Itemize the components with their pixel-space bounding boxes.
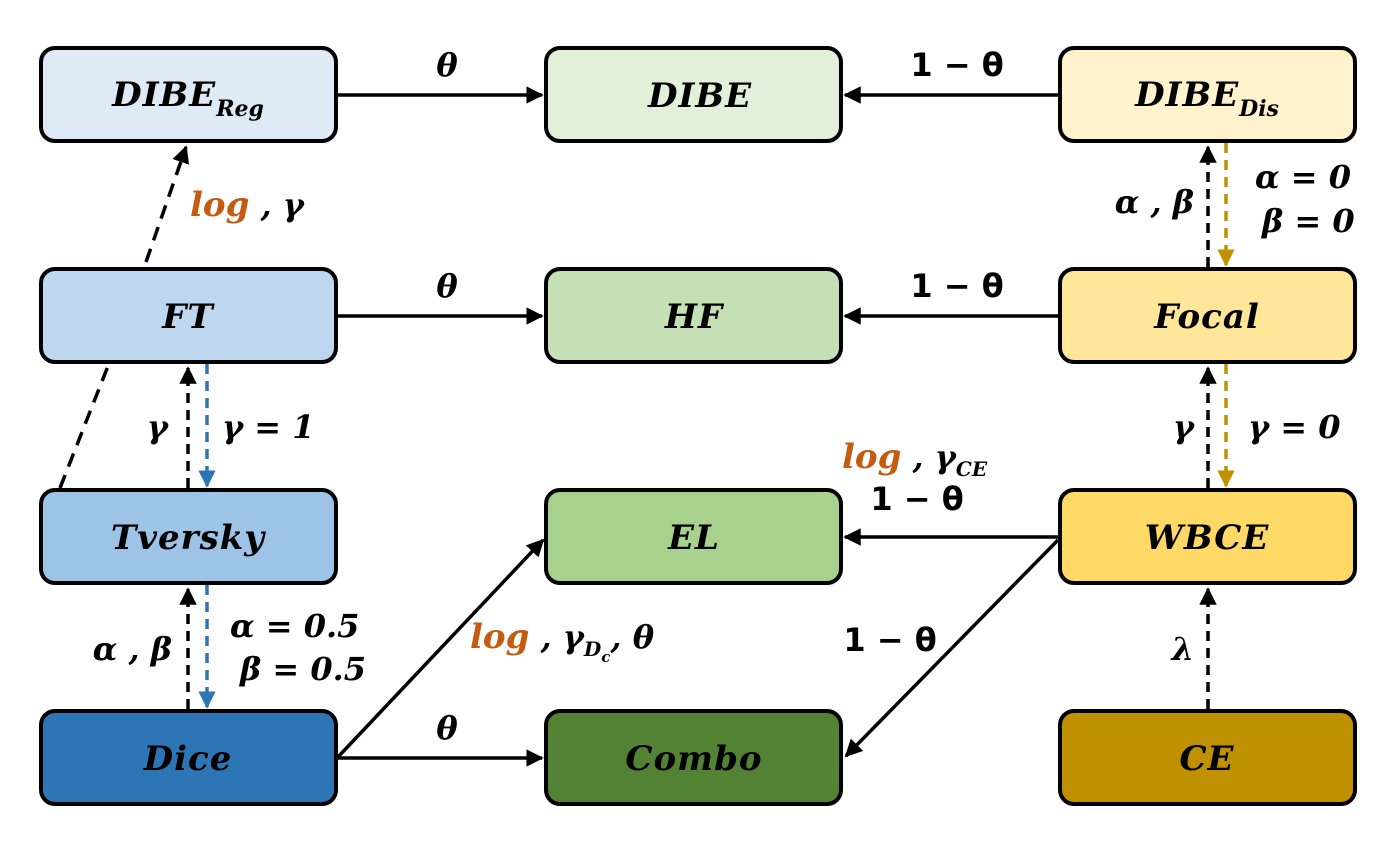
edge-dice-to-el-subsub: c bbox=[601, 648, 610, 666]
node-dibe-box bbox=[544, 46, 843, 143]
edge-dice-to-el-tail: , θ bbox=[609, 618, 654, 656]
edge-tversky-to-dibe-reg-dashed bbox=[58, 365, 110, 489]
edge-dice-to-el bbox=[336, 538, 545, 759]
edge-dice-to-combo-label: θ bbox=[436, 709, 458, 747]
node-dice-box bbox=[39, 709, 338, 806]
node-dice-label: Dice bbox=[143, 739, 233, 779]
svg-text:DIBEReg: DIBEReg bbox=[111, 75, 264, 122]
node-ce: CE bbox=[1058, 709, 1357, 806]
node-el-label: EL bbox=[667, 518, 720, 558]
edge-dibe-reg-to-dibe-label: θ bbox=[436, 46, 458, 84]
node-combo: Combo bbox=[544, 709, 843, 806]
node-el-box bbox=[544, 488, 843, 585]
svg-text:log , γCE: log , γCE bbox=[842, 437, 988, 481]
node-ft: FT bbox=[39, 267, 338, 364]
edge-tversky-to-ft-label: γ bbox=[147, 408, 170, 446]
node-dibe-dis-label: DIBE bbox=[1134, 75, 1239, 115]
node-dice: Dice bbox=[39, 709, 338, 806]
node-dibe-dis: DIBEDis bbox=[1058, 46, 1357, 143]
edge-wbce-to-combo-label: 1 − θ bbox=[843, 621, 936, 659]
node-ft-label: FT bbox=[161, 297, 215, 337]
edge-wbce-to-el-label-2: 1 − θ bbox=[870, 480, 963, 518]
svg-text:DIBEDis: DIBEDis bbox=[1134, 75, 1279, 122]
edge-wbce-to-focal-label: γ bbox=[1173, 408, 1196, 446]
edge-wbce-to-el-sub: CE bbox=[956, 457, 988, 481]
node-el: EL bbox=[544, 488, 843, 585]
edge-focal-to-hf-label: 1 − θ bbox=[910, 267, 1003, 305]
edge-wbce-to-combo bbox=[844, 538, 1060, 758]
edge-focal-to-dibe-dis-label: α , β bbox=[1115, 183, 1194, 221]
node-dibe: DIBE bbox=[544, 46, 843, 143]
node-combo-box bbox=[544, 709, 843, 806]
node-wbce: WBCE bbox=[1058, 488, 1357, 585]
node-tversky: Tversky bbox=[39, 488, 338, 585]
edge-dibe-dis-to-focal-label-a: α = 0 bbox=[1255, 158, 1351, 196]
edge-ft-to-tversky-label: γ = 1 bbox=[222, 408, 314, 446]
node-tversky-label: Tversky bbox=[111, 518, 266, 558]
node-wbce-label: WBCE bbox=[1145, 518, 1270, 558]
node-dibe-label: DIBE bbox=[647, 76, 752, 116]
edge-dice-to-el-log: log bbox=[470, 617, 529, 657]
node-focal: Focal bbox=[1058, 267, 1357, 364]
edge-ft-to-dibe-reg-log: log bbox=[190, 185, 249, 225]
edge-dibe-dis-to-dibe-label: 1 − θ bbox=[910, 46, 1003, 84]
edge-ft-to-hf-label: θ bbox=[436, 267, 458, 305]
node-ce-box bbox=[1058, 709, 1357, 806]
node-wbce-box bbox=[1058, 488, 1357, 585]
edge-ft-to-dibe-reg-rest: , γ bbox=[249, 186, 305, 224]
edge-tversky-to-dice-label-b: β = 0.5 bbox=[239, 650, 366, 688]
node-dibe-reg-label: DIBE bbox=[111, 75, 216, 115]
node-hf: HF bbox=[544, 267, 843, 364]
node-hf-label: HF bbox=[664, 297, 725, 337]
node-ft-box bbox=[39, 267, 338, 364]
node-focal-box bbox=[1058, 267, 1357, 364]
node-hf-box bbox=[544, 267, 843, 364]
node-focal-label: Focal bbox=[1153, 297, 1260, 337]
edge-ft-to-dibe-reg bbox=[144, 145, 190, 263]
node-ce-label: CE bbox=[1180, 739, 1235, 779]
edge-focal-to-wbce-label: γ = 0 bbox=[1248, 408, 1340, 446]
edge-wbce-to-el-rest: , γ bbox=[901, 438, 957, 476]
edge-dice-to-tversky-label: α , β bbox=[93, 630, 172, 668]
svg-text:log , γDc, θ: log , γDc, θ bbox=[470, 617, 655, 666]
edge-dibe-dis-to-focal-label-b: β = 0 bbox=[1261, 202, 1355, 240]
edge-dice-to-el-sub: D bbox=[583, 637, 602, 661]
node-tversky-box bbox=[39, 488, 338, 585]
node-combo-label: Combo bbox=[625, 739, 762, 779]
node-dibe-reg-box bbox=[39, 46, 338, 143]
edge-tversky-to-dice-label-a: α = 0.5 bbox=[230, 607, 359, 645]
node-dibe-dis-sub: Dis bbox=[1238, 96, 1279, 122]
edge-wbce-to-el-log: log bbox=[842, 437, 901, 477]
edge-dice-to-el-rest: , γ bbox=[529, 618, 585, 656]
node-dibe-dis-box bbox=[1058, 46, 1357, 143]
node-dibe-reg: DIBEReg bbox=[39, 46, 338, 143]
edge-ce-to-wbce-label: λ bbox=[1170, 630, 1194, 668]
node-dibe-reg-sub: Reg bbox=[215, 96, 264, 122]
svg-text:log , γ: log , γ bbox=[190, 185, 306, 225]
